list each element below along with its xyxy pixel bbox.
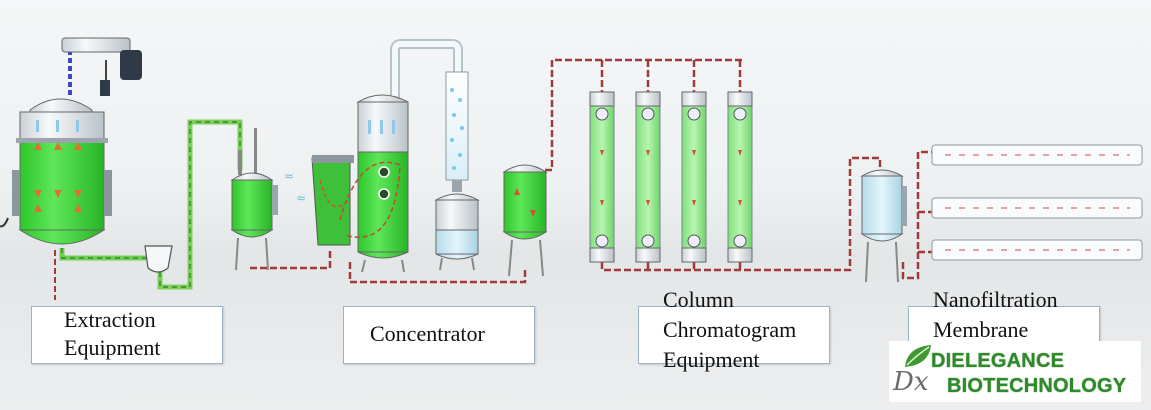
column-label-box [638, 306, 830, 364]
chromatography-columns [589, 91, 753, 263]
red-pipe-concentrator-to-tank [348, 262, 527, 284]
nanofiltration-label-line2: Membrane [933, 317, 1029, 342]
svg-text:≈: ≈ [284, 169, 294, 183]
company-logo: Dx DIELEGANCE BIOTECHNOLOGY [889, 341, 1141, 402]
pipes [54, 39, 932, 300]
membrane-tube-2 [931, 197, 1143, 219]
leaf-icon [905, 345, 931, 367]
column-4 [727, 91, 753, 263]
extraction-label-line2: Equipment [64, 335, 161, 360]
concentrator-label-box [343, 306, 535, 364]
extraction-label-box [31, 306, 223, 364]
red-pipe-to-membranes [901, 150, 932, 280]
concentrator-unit [311, 71, 480, 273]
feed-tank [502, 164, 548, 277]
logo-line2: BIOTECHNOLOGY [947, 375, 1127, 397]
extraction-label-line1: Extraction [64, 307, 156, 332]
green-pipe-extraction-out [59, 248, 153, 261]
green-pipe-to-storage [157, 119, 243, 290]
membrane-tube-3 [931, 239, 1143, 261]
concentrator-label: Concentrator [370, 321, 485, 346]
buffer-tank [860, 169, 907, 283]
storage-tank: ≈ ≈ [230, 128, 306, 271]
red-pipe-storage-to-concentrator [250, 250, 332, 270]
column-1 [589, 91, 615, 263]
nanofiltration-label-line1: Nanofiltration [933, 287, 1058, 312]
extraction-tank [0, 37, 142, 245]
svg-text:≈: ≈ [296, 191, 306, 205]
logo-line1: DIELEGANCE [931, 350, 1065, 372]
filter-bowl [144, 245, 173, 273]
column-2 [635, 91, 661, 263]
red-pipe-columns-bottom [600, 156, 882, 272]
membrane-tube-1 [931, 144, 1143, 166]
column-label-line1: Column [663, 287, 734, 312]
logo-monogram: Dx [893, 367, 929, 397]
column-label-line2: Chromatogram [663, 317, 797, 342]
column-3 [681, 91, 707, 263]
nanofiltration-unit [860, 144, 1143, 283]
column-label-line3: Equipment [663, 347, 760, 372]
